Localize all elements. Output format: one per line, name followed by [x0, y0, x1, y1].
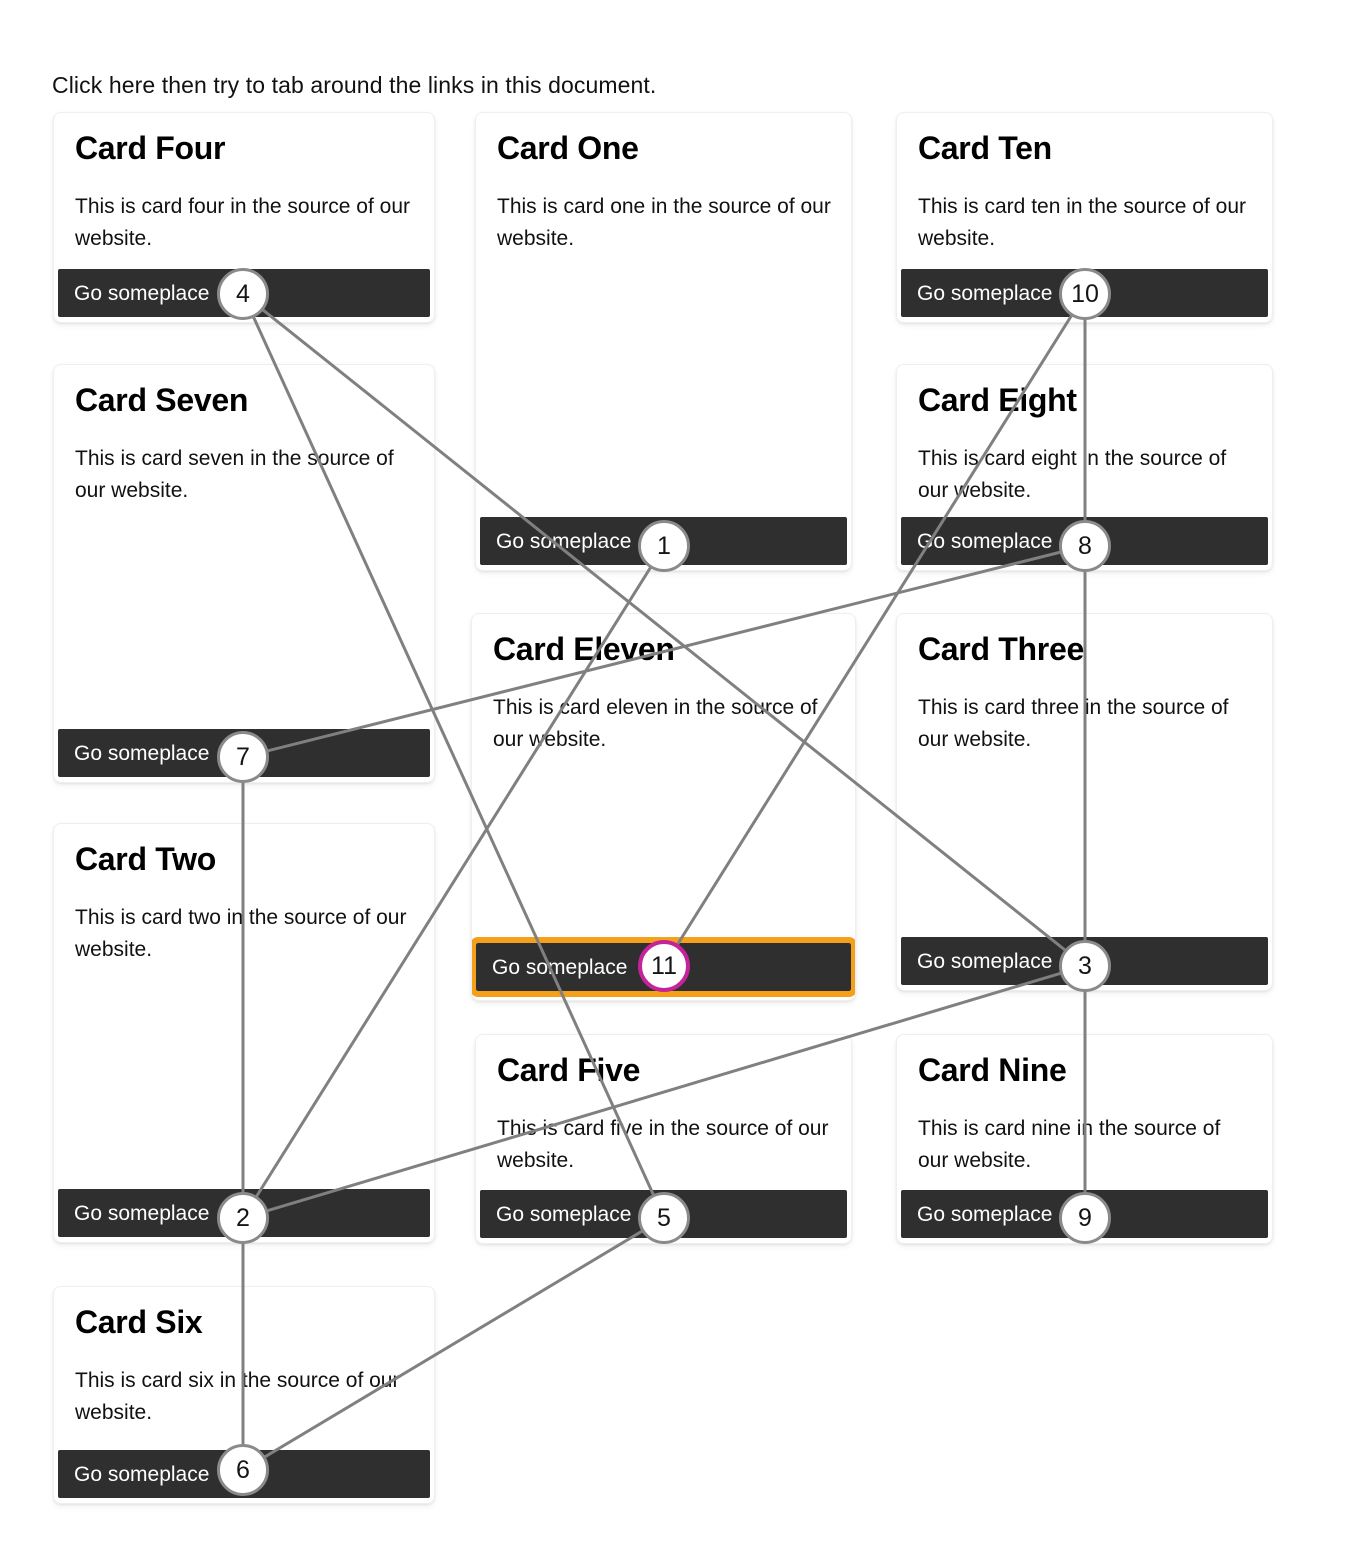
card-title: Card Six	[75, 1304, 203, 1340]
card-footer: Go someplace	[58, 1189, 430, 1237]
card-title: Card Four	[75, 130, 226, 166]
card-footer: Go someplace	[901, 269, 1268, 317]
card-footer: Go someplace	[58, 729, 430, 777]
card-title: Card Ten	[918, 130, 1052, 166]
card-link-three[interactable]: Go someplace	[917, 949, 1053, 973]
card-title: Card Three	[918, 631, 1084, 667]
card-description: This is card one in the source of our we…	[497, 194, 831, 250]
card-footer: Go someplace	[472, 937, 855, 997]
card-title: Card Nine	[918, 1052, 1067, 1088]
card-link-two[interactable]: Go someplace	[74, 1201, 210, 1225]
card-link-ten[interactable]: Go someplace	[917, 281, 1053, 305]
card-description: This is card seven in the source of our …	[75, 446, 394, 502]
card-footer: Go someplace	[480, 1190, 847, 1238]
card-description: This is card eight in the source of our …	[918, 446, 1227, 502]
card-footer: Go someplace	[901, 937, 1268, 985]
card-description: This is card four in the source of our w…	[75, 194, 410, 250]
card-footer: Go someplace	[58, 269, 430, 317]
card-description: This is card nine in the source of our w…	[918, 1116, 1221, 1172]
card-link-six[interactable]: Go someplace	[74, 1462, 210, 1486]
card-title: Card Two	[75, 841, 217, 877]
card-description: This is card five in the source of our w…	[497, 1116, 829, 1172]
card-link-seven[interactable]: Go someplace	[74, 741, 210, 765]
card-description: This is card two in the source of our we…	[75, 905, 407, 961]
card-link-one[interactable]: Go someplace	[496, 529, 632, 553]
card-description: This is card three in the source of our …	[918, 695, 1229, 751]
card-title: Card Eleven	[493, 631, 675, 667]
card-footer: Go someplace	[901, 1190, 1268, 1238]
card-link-eleven[interactable]: Go someplace	[492, 955, 628, 979]
card-link-five[interactable]: Go someplace	[496, 1202, 632, 1226]
card-title: Card Five	[497, 1052, 641, 1088]
card-description: This is card ten in the source of our we…	[918, 194, 1246, 250]
card-link-four[interactable]: Go someplace	[74, 281, 210, 305]
card-footer: Go someplace	[901, 517, 1268, 565]
card-description: This is card six in the source of our we…	[75, 1368, 400, 1424]
card-title: Card One	[497, 130, 639, 166]
card-footer: Go someplace	[480, 517, 847, 565]
page-intro-text: Click here then try to tab around the li…	[52, 72, 657, 98]
card-title: Card Eight	[918, 382, 1077, 418]
card-footer: Go someplace	[58, 1450, 430, 1498]
card-link-nine[interactable]: Go someplace	[917, 1202, 1053, 1226]
card-description: This is card eleven in the source of our…	[493, 695, 818, 751]
card-title: Card Seven	[75, 382, 249, 418]
card-link-eight[interactable]: Go someplace	[917, 529, 1053, 553]
